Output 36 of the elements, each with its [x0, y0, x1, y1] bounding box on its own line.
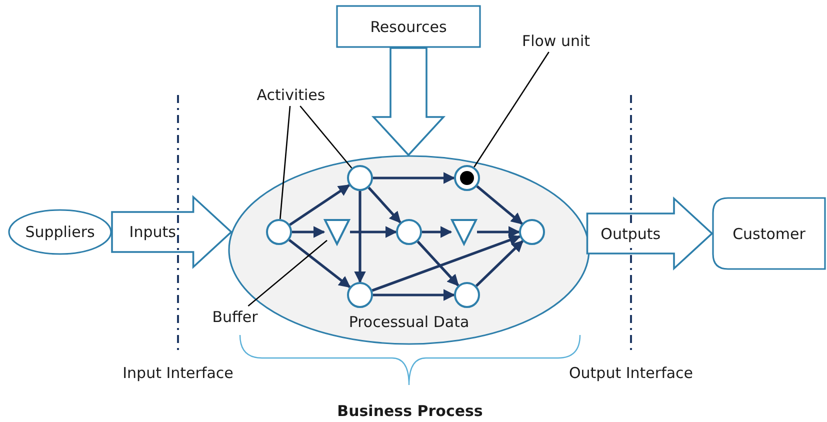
arrow	[354, 191, 366, 284]
arrow	[477, 226, 520, 238]
arrow	[373, 289, 456, 301]
resources-box	[336, 5, 481, 48]
node-label: Buffer	[212, 308, 258, 326]
diagram-heading: Business Process	[337, 402, 483, 420]
node-label: Resources	[370, 18, 447, 36]
arrow	[373, 172, 456, 184]
edge-label: Outputs	[600, 224, 661, 242]
block-arrow	[371, 47, 446, 156]
node-label: Activities	[256, 86, 326, 104]
arrow	[292, 226, 326, 238]
node-label: Customer	[732, 224, 806, 242]
leader-line	[248, 240, 328, 306]
interface-label: Output Interface	[568, 364, 694, 382]
arrow	[350, 226, 398, 238]
buffer-triangle	[451, 219, 477, 245]
arrow	[475, 240, 524, 287]
arrow	[416, 240, 460, 286]
leader-line	[300, 106, 352, 168]
interface-label: Input Interface	[122, 364, 234, 382]
customer-box	[712, 197, 826, 270]
buffer-triangle	[324, 219, 350, 245]
supplier-ellipse	[8, 209, 112, 255]
arrow	[368, 186, 402, 224]
node-label: Processual Data	[348, 313, 470, 331]
leader-line	[474, 52, 550, 168]
edge-label: Inputs	[129, 223, 176, 241]
arrow	[476, 185, 523, 225]
arrow	[422, 226, 452, 238]
arrow	[372, 234, 521, 292]
arrow	[289, 184, 350, 226]
node-label: Suppliers	[25, 223, 95, 241]
leader-line	[279, 106, 291, 220]
node-label: Flow unit	[522, 32, 590, 50]
arrow	[288, 238, 351, 288]
